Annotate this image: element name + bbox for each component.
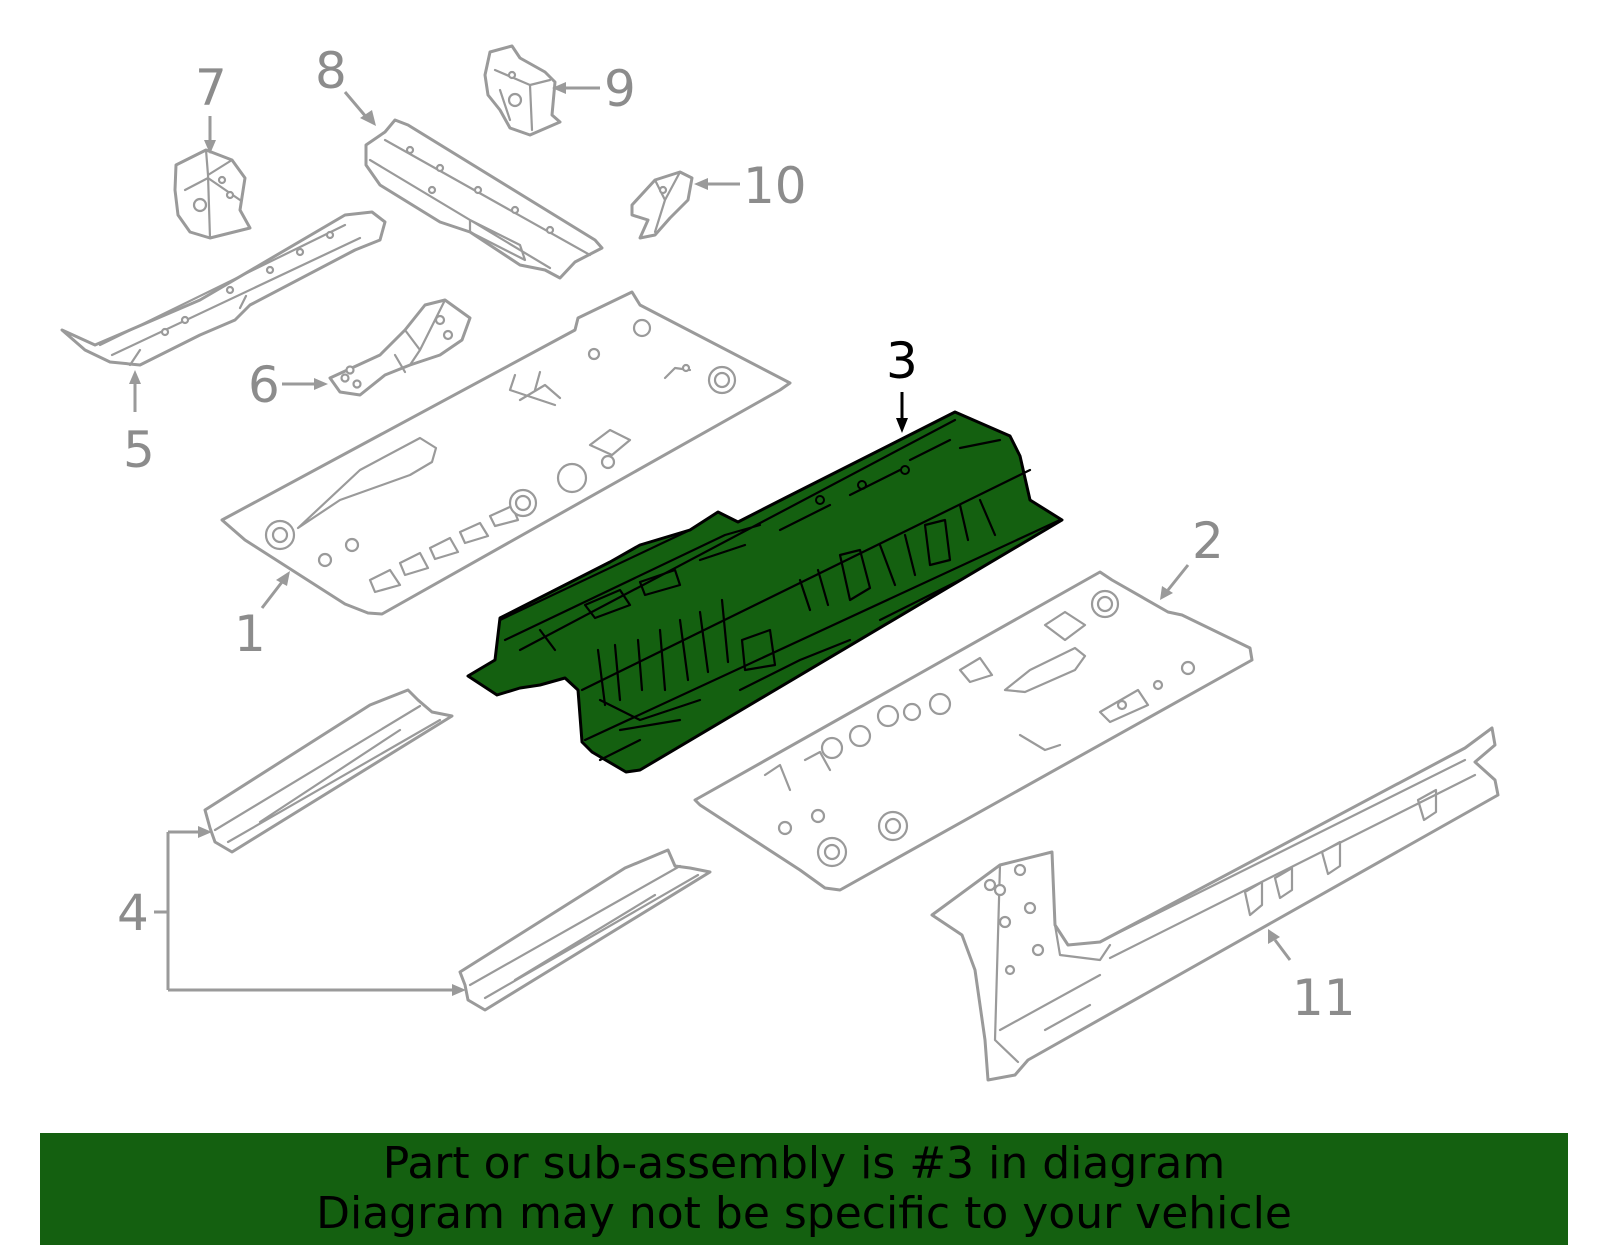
part-3-floor-tunnel-highlighted[interactable]: [466, 410, 1064, 774]
callout-leaders: [129, 82, 1292, 996]
part-2-floor-pan[interactable]: [693, 570, 1254, 892]
part-11-side-sill[interactable]: [930, 726, 1500, 1082]
part-3-body: [466, 410, 1064, 774]
part-4-rail-lower[interactable]: [458, 848, 712, 1012]
callout-number-6[interactable]: 6: [248, 356, 280, 414]
callout-number-4[interactable]: 4: [117, 884, 149, 942]
part-7-bracket[interactable]: [173, 148, 252, 240]
callout-number-7[interactable]: 7: [195, 59, 227, 117]
part-6-bracket[interactable]: [328, 298, 472, 397]
banner-line-disclaimer: Diagram may not be specific to your vehi…: [316, 1188, 1292, 1239]
callout-number-11[interactable]: 11: [1292, 969, 1356, 1027]
callout-number-10[interactable]: 10: [743, 157, 807, 215]
callout-number-1[interactable]: 1: [234, 605, 266, 663]
banner-line-part-info: Part or sub-assembly is #3 in diagram: [382, 1138, 1226, 1189]
callout-number-5[interactable]: 5: [123, 421, 155, 479]
part-8-cross-member[interactable]: [364, 118, 604, 280]
callout-number-9[interactable]: 9: [604, 60, 636, 118]
part-9-bracket[interactable]: [483, 44, 562, 137]
info-banner: Part or sub-assembly is #3 in diagram Di…: [40, 1133, 1568, 1245]
callout-number-2[interactable]: 2: [1192, 512, 1224, 570]
callout-number-3-highlighted[interactable]: 3: [886, 332, 918, 390]
part-10-bracket[interactable]: [630, 170, 694, 240]
parts-diagram: 7 8 9 10 5 6 1 2 4 11 3: [60, 42, 1500, 1082]
callout-number-8[interactable]: 8: [315, 42, 347, 100]
part-5-rail[interactable]: [60, 210, 387, 367]
part-4-rail-upper[interactable]: [203, 688, 454, 854]
callout-3-leader: [896, 392, 908, 433]
part-1-floor-pan[interactable]: [220, 290, 792, 616]
